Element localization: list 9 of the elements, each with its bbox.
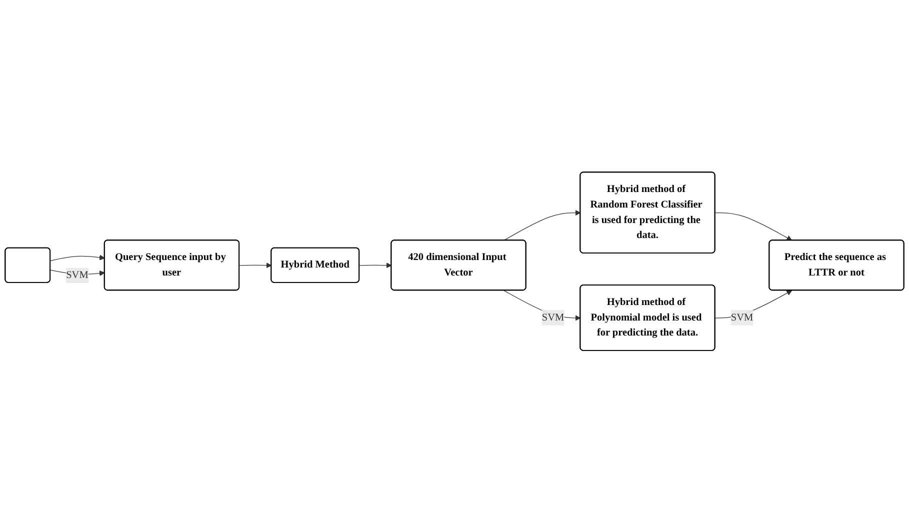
arrow [239, 262, 272, 268]
arrow [714, 212, 792, 241]
edge-label: SVM [730, 312, 754, 324]
edge-label: SVM [66, 270, 88, 281]
arrow [50, 254, 105, 262]
arrow [503, 290, 581, 322]
edge-label: SVM [542, 312, 564, 324]
arrow [503, 210, 581, 241]
arrow [359, 262, 392, 268]
